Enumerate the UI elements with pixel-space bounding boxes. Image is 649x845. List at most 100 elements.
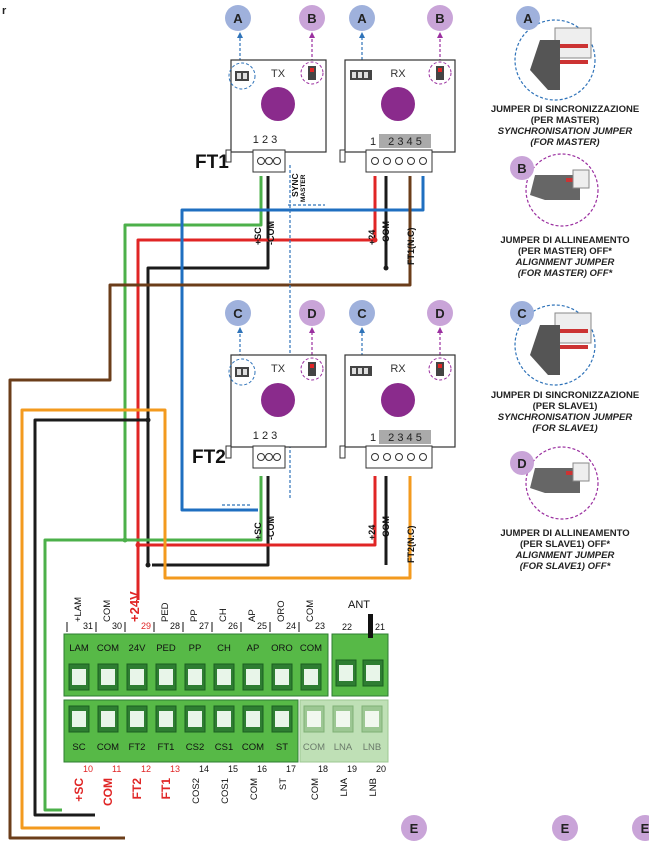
jumper-illustration-a: A <box>514 6 596 101</box>
terminal-top-8 <box>271 663 293 691</box>
ft2-rx-module: RX 1 2 3 4 5 <box>339 354 456 469</box>
terminal-bottom-name: FT1 <box>159 778 173 800</box>
wire-ft1-com-black-tx <box>146 176 270 565</box>
terminal-top-number: 30 <box>112 621 122 631</box>
terminal-top-label: LAM <box>69 643 89 654</box>
ft2-tx-label: TX <box>271 363 286 375</box>
badge-b-rx <box>427 5 453 31</box>
terminal-top-number: 29 <box>141 621 151 631</box>
terminal-bottom-number: 14 <box>199 764 209 774</box>
badge-d-rx <box>427 300 453 326</box>
terminal-bottom-number: 15 <box>228 764 238 774</box>
wire-ft2-sc-green <box>43 476 263 812</box>
badge-e-2 <box>552 815 578 841</box>
terminal-aux-number: 18 <box>318 764 328 774</box>
caption-a-line2: (PER MASTER) <box>531 115 600 126</box>
terminal-ant-number: 21 <box>375 622 385 632</box>
badge-c-rx-label: C <box>357 306 367 321</box>
terminal-aux-3 <box>361 705 383 733</box>
terminal-bottom-names: 10+SC11COM12FT213FT114COS215COS116COM17S… <box>72 764 296 806</box>
badge-b-tx <box>299 5 325 31</box>
terminal-bottom-name: FT2 <box>130 778 144 800</box>
wire-ft1-brown <box>8 176 412 840</box>
terminal-bottom-number: 10 <box>83 764 93 774</box>
caption-c-line4: (FOR SLAVE1) <box>532 423 597 434</box>
terminal-bottom-number: 17 <box>286 764 296 774</box>
badge-c-tx <box>225 300 251 326</box>
wire-ft1-blue <box>180 176 425 512</box>
terminal-bottom-number: 13 <box>170 764 180 774</box>
terminal-top-9 <box>300 663 322 691</box>
terminal-ant-number: 22 <box>342 622 352 632</box>
ft1-rx-module: RX 1 2 3 4 5 <box>339 59 456 173</box>
badge-a-tx <box>225 5 251 31</box>
terminal-top-number: 23 <box>315 621 325 631</box>
caption-d-line1: JUMPER DI ALLINEAMENTO <box>500 528 629 539</box>
terminal-top-name: +24V <box>127 591 142 622</box>
terminal-bottom-name: COM <box>101 778 115 806</box>
ft2-title: FT2 <box>192 447 226 468</box>
ant-label: ANT <box>348 599 370 611</box>
terminal-top-6 <box>213 663 235 691</box>
terminal-top-number: 26 <box>228 621 238 631</box>
wire-ft2-com-black-tx <box>152 476 270 567</box>
terminal-bottom-label: COM <box>242 742 264 753</box>
ft2-wire-labels: +SC -COM +24 -COM FT2(N.C) <box>253 516 416 563</box>
antenna-wire <box>368 614 373 638</box>
terminal-bottom-label: CS2 <box>186 742 204 753</box>
ft2-tx-pins: 1 2 3 <box>253 430 277 442</box>
terminal-bottom-name: +SC <box>72 778 86 802</box>
badge-d-tx <box>299 300 325 326</box>
terminal-ant-connectors: 22 21 <box>335 622 385 687</box>
badge-b-tx-label: B <box>307 11 316 26</box>
terminal-bottom-label: FT2 <box>129 742 146 753</box>
terminal-top-1 <box>68 663 90 691</box>
caption-a-line4: (FOR MASTER) <box>530 137 599 148</box>
ft2-label-com-rx: -COM <box>381 516 391 540</box>
terminal-aux-number: 20 <box>376 764 386 774</box>
terminal-aux-name: LNB <box>368 778 379 796</box>
ft2-label-com-tx: -COM <box>266 516 276 540</box>
badge-d-rx-label: D <box>435 306 444 321</box>
jumper-illustration-c: C <box>510 301 596 386</box>
badge-e-1 <box>401 815 427 841</box>
ft1-label-com-rx: -COM <box>381 221 391 245</box>
terminal-top-name: PP <box>189 609 200 622</box>
ft1-title: FT1 <box>195 152 229 173</box>
wire-com-black-loop <box>33 418 150 817</box>
caption-c-line2: (PER SLAVE1) <box>533 401 598 412</box>
ft2-rx-pin-1: 1 <box>370 432 376 444</box>
terminal-top-number: 28 <box>170 621 180 631</box>
caption-b-line1: JUMPER DI ALLINEAMENTO <box>500 235 629 246</box>
badge-b-rx-label: B <box>435 11 444 26</box>
terminal-top-label: PED <box>156 643 176 654</box>
caption-a: JUMPER DI SINCRONIZZAZIONE (PER MASTER) … <box>491 104 639 148</box>
badge-c-side: C <box>517 306 527 321</box>
ft1-label-sc: +SC <box>253 227 263 245</box>
ft2-rx-label: RX <box>390 363 406 375</box>
terminal-top-name: PED <box>160 602 171 622</box>
terminal-top-label: COM <box>300 643 322 654</box>
terminal-bottom-4 <box>155 705 177 733</box>
terminal-top-label: COM <box>97 643 119 654</box>
terminal-ant-1 <box>335 659 357 687</box>
wire-ft1-24-red <box>136 176 377 545</box>
ft1-label-24: +24 <box>367 230 377 245</box>
caption-a-line1: JUMPER DI SINCRONIZZAZIONE <box>491 104 639 115</box>
wire-ft2-orange <box>20 408 412 830</box>
badge-b-side: B <box>517 161 526 176</box>
badge-c-tx-label: C <box>233 306 243 321</box>
caption-d-line4: (FOR SLAVE1) OFF* <box>520 561 612 572</box>
terminal-top-number: 24 <box>286 621 296 631</box>
terminal-top-3 <box>126 663 148 691</box>
terminal-top-number: 27 <box>199 621 209 631</box>
terminal-aux-label: COM <box>303 742 325 753</box>
badge-d-side: D <box>517 456 526 471</box>
badge-e-2-label: E <box>561 821 570 836</box>
terminal-aux-name: LNA <box>339 777 350 796</box>
caption-b-line2: (PER MASTER) OFF* <box>518 246 612 257</box>
ft1-tx-module: TX 1 2 3 <box>225 59 327 173</box>
caption-c: JUMPER DI SINCRONIZZAZIONE (PER SLAVE1) … <box>491 390 639 434</box>
